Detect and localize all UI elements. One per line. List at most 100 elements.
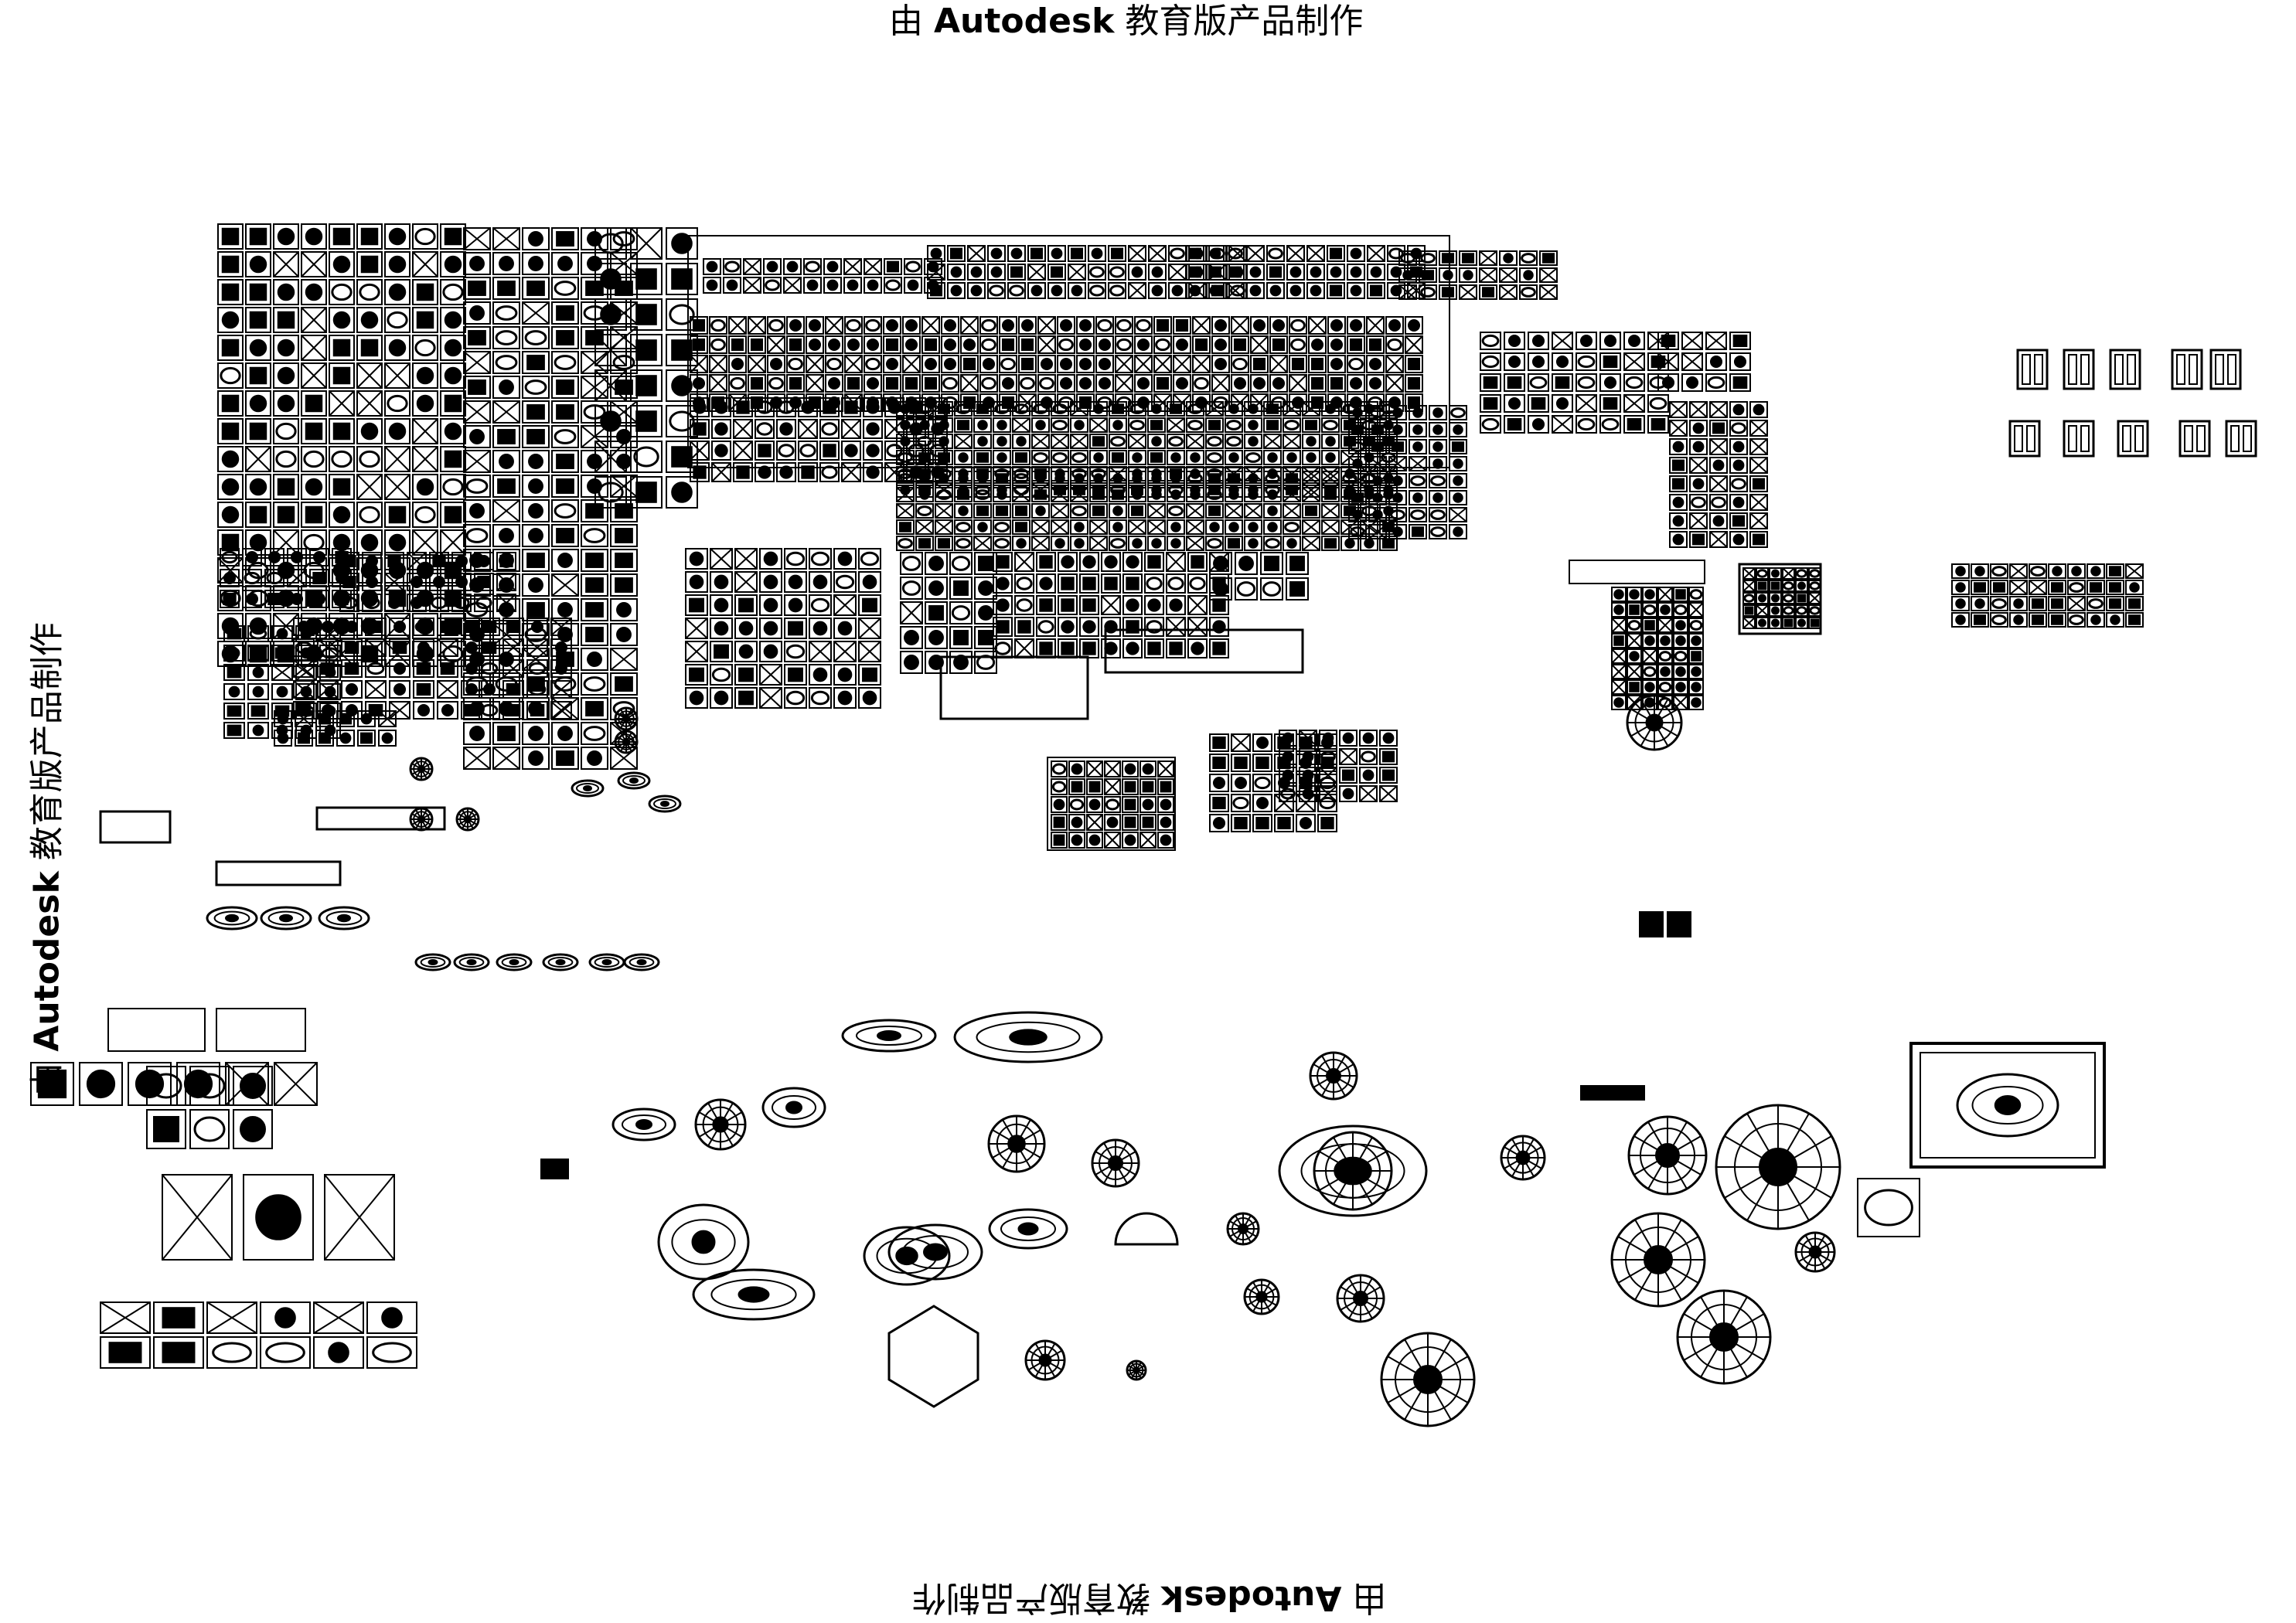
oval-medallion-icon: [221, 550, 238, 564]
door-elevation-icon: [2063, 420, 2095, 458]
square-pattern-icon: [146, 1066, 186, 1106]
square-pattern-icon: [273, 307, 299, 333]
square-pattern-icon: [309, 590, 329, 608]
carved-panel-icon: [162, 1307, 196, 1329]
oval-medallion-icon: [225, 914, 239, 923]
square-pattern-icon: [759, 687, 782, 709]
round-medallion-icon: [1672, 441, 1685, 453]
round-medallion-icon: [468, 809, 474, 817]
carved-panel-icon: [1507, 417, 1522, 431]
square-pattern-icon: [389, 618, 410, 636]
carved-panel-icon: [1034, 489, 1048, 500]
square-pattern-icon: [1269, 335, 1288, 354]
square-pattern-icon: [440, 223, 466, 250]
carved-panel-icon: [249, 283, 267, 301]
square-pattern-icon: [1623, 352, 1645, 371]
square-pattern-icon: [1388, 507, 1407, 522]
square-pattern-icon: [440, 251, 466, 277]
round-medallion-icon: [499, 602, 514, 618]
oval-medallion-icon: [1226, 436, 1242, 447]
door-elevation-icon: [2209, 349, 2242, 390]
round-medallion-icon: [469, 305, 485, 321]
square-pattern-icon: [1144, 573, 1164, 594]
square-pattern-icon: [1379, 730, 1398, 747]
square-pattern-icon: [1379, 748, 1398, 765]
square-pattern-icon: [784, 548, 807, 570]
square-pattern-icon: [2067, 596, 2086, 611]
square-pattern-icon: [710, 548, 733, 570]
square-pattern-icon: [1429, 405, 1447, 420]
door-elevation-icon: [2026, 425, 2035, 452]
square-pattern-icon: [1286, 282, 1305, 299]
square-pattern-icon: [1749, 438, 1768, 455]
round-medallion-icon: [1074, 473, 1085, 484]
square-pattern-icon: [806, 316, 824, 335]
square-pattern-icon: [844, 335, 863, 354]
round-medallion-icon: [528, 726, 543, 741]
oval-medallion-icon: [583, 726, 606, 741]
square-pattern-icon: [819, 397, 840, 417]
round-medallion-icon: [1302, 750, 1314, 763]
oval-medallion-icon: [193, 1116, 226, 1142]
square-pattern-icon: [412, 446, 438, 472]
oval-medallion-icon: [671, 1219, 736, 1265]
round-medallion-icon: [221, 505, 240, 524]
round-medallion-icon: [1675, 635, 1686, 646]
carved-panel-icon: [1992, 582, 2006, 593]
oval-medallion-icon: [956, 403, 971, 414]
oval-medallion-icon: [956, 522, 971, 532]
round-medallion-icon: [1955, 582, 1966, 593]
round-medallion-icon: [900, 485, 911, 495]
square-pattern-icon: [389, 659, 410, 678]
square-pattern-icon: [1347, 355, 1365, 373]
square-pattern-icon: [786, 355, 805, 373]
square-pattern-icon: [610, 549, 638, 572]
square-pattern-icon: [915, 417, 934, 433]
square-pattern-icon: [1079, 573, 1099, 594]
square-pattern-icon: [1669, 475, 1688, 492]
square-pattern-icon: [233, 1066, 273, 1106]
square-pattern-icon: [1205, 487, 1224, 502]
round-medallion-icon: [1613, 589, 1624, 600]
square-pattern-icon: [1327, 316, 1346, 335]
round-medallion-icon: [837, 667, 853, 682]
square-pattern-icon: [1611, 664, 1627, 679]
round-medallion-icon: [1170, 538, 1181, 549]
carved-panel-icon: [736, 465, 750, 479]
square-pattern-icon: [384, 502, 410, 528]
carved-panel-icon: [360, 255, 379, 274]
square-pattern-icon: [1068, 832, 1085, 849]
oval-medallion-icon: [1245, 452, 1261, 463]
round-medallion-icon: [919, 420, 930, 430]
round-medallion-icon: [907, 279, 919, 291]
square-pattern-icon: [1104, 832, 1121, 849]
round-medallion-icon: [1016, 436, 1027, 447]
carved-panel-icon: [277, 478, 295, 496]
oval-medallion-icon: [994, 522, 1010, 532]
oval-medallion-icon: [1105, 798, 1120, 811]
round-medallion-icon: [1047, 1364, 1056, 1378]
square-pattern-icon: [935, 487, 953, 502]
square-pattern-icon: [1368, 473, 1387, 488]
round-medallion-icon: [249, 339, 267, 357]
square-pattern-icon: [2067, 580, 2086, 595]
square-pattern-icon: [1689, 512, 1708, 529]
carved-panel-icon: [440, 620, 455, 634]
square-pattern-icon: [1368, 490, 1387, 505]
carved-panel-icon: [1208, 420, 1221, 430]
carved-panel-icon: [1381, 538, 1395, 549]
round-medallion-icon: [1647, 1165, 1663, 1189]
door-elevation-icon: [2080, 425, 2090, 452]
carved-panel-icon: [1351, 492, 1364, 503]
square-pattern-icon: [1086, 778, 1103, 795]
square-pattern-icon: [1709, 457, 1728, 474]
oval-medallion-icon: [480, 703, 499, 717]
carved-panel-icon: [1039, 641, 1053, 655]
oval-medallion-icon: [612, 355, 635, 370]
square-pattern-icon: [1688, 602, 1704, 618]
square-pattern-icon: [711, 397, 731, 417]
oval-medallion-icon: [805, 260, 820, 273]
square-pattern-icon: [329, 418, 355, 444]
round-medallion-icon: [1289, 284, 1302, 297]
square-pattern-icon: [1076, 335, 1095, 354]
